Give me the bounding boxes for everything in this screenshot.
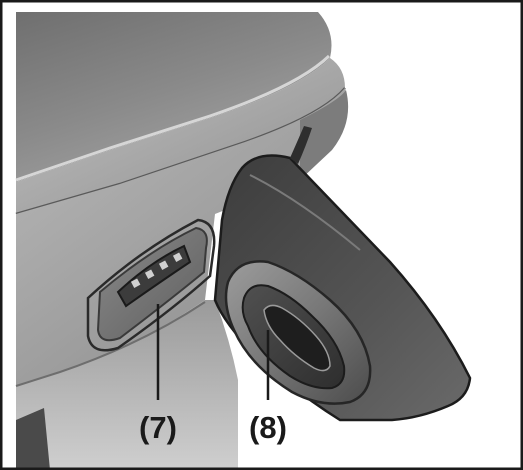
housing-side-shade	[300, 90, 349, 180]
port-connector	[116, 244, 192, 308]
foot-top-edge	[290, 126, 312, 164]
charging-pad-contact	[263, 304, 331, 372]
housing-top-surface	[16, 12, 332, 182]
rim-highlight	[15, 54, 331, 182]
base-edge-line	[15, 301, 206, 387]
housing-rim	[16, 58, 345, 214]
foot-highlight	[249, 174, 361, 251]
lower-foot-stub	[16, 408, 50, 470]
callout-label-7: (7)	[139, 410, 177, 445]
port-housing-outline	[86, 218, 216, 352]
housing-base	[16, 300, 238, 470]
callout-label-8: (8)	[249, 410, 287, 445]
